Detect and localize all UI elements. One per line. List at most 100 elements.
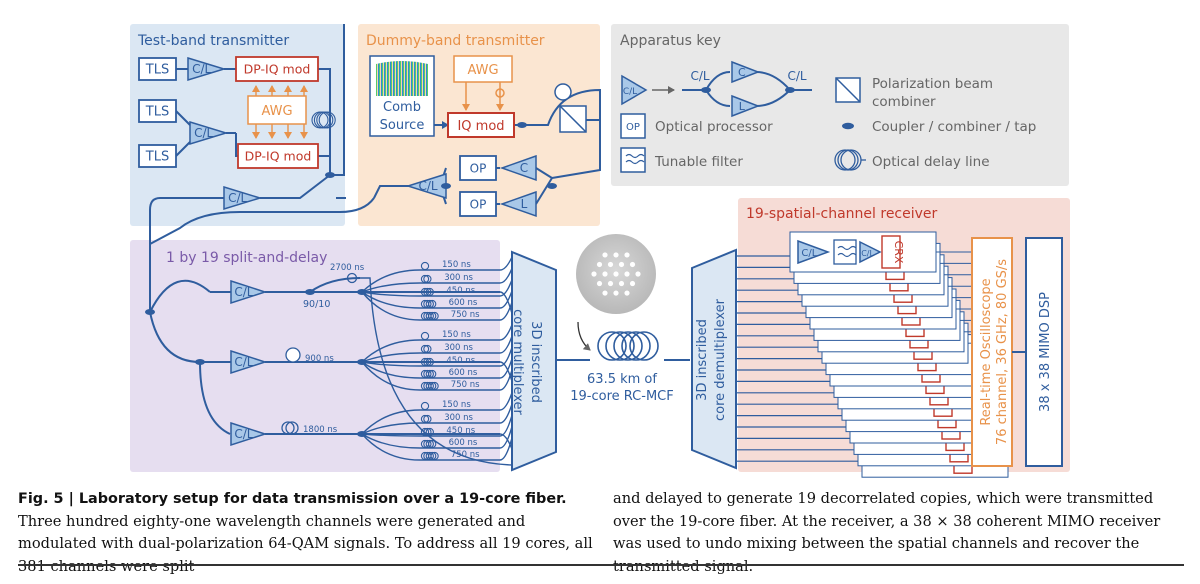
dummy-comb: Comb Source [369,55,435,137]
delay-coil [420,331,430,341]
delay-label: 450 ns [446,426,475,436]
amp-c: C [499,154,537,182]
tls-3-label: TLS [145,150,169,165]
key-pbc-text-1: Polarization beam [872,76,993,92]
ratio-tap [305,289,315,295]
test-amp-2: C/L [189,120,229,146]
fiber-core [602,290,608,296]
fiber-label-2: 19-core RC-MCF [570,389,673,404]
test-amp-out-label: C/L [228,191,247,205]
tls-3: TLS [138,144,177,168]
delay-1800-label: 1800 ns [303,425,338,435]
test-awg-label: AWG [261,104,292,119]
key-amp-c-label: C [738,66,746,79]
fiber-core [618,280,625,287]
fiber-core [613,290,619,296]
fiber-core [624,271,630,277]
key-amp-l-label: L [739,100,746,113]
test-amp-1: C/L [187,56,227,82]
delay-label: 300 ns [444,273,473,283]
split-amp-1: C/L [230,279,268,305]
caption-rule [18,564,1184,566]
fiber-core [624,252,630,258]
dummy-awg-label: AWG [467,63,498,78]
mux-label-2: core multiplexer [510,309,525,415]
caption-left: Fig. 5 | Laboratory setup for data trans… [18,488,600,578]
dp-iq-mod-2-label: DP-IQ mod [245,149,312,164]
dp-iq-mod-1-label: DP-IQ mod [244,62,311,77]
tls-2-label: TLS [145,105,169,120]
split-tap-2 [195,359,205,365]
test-amp-out: C/L [223,185,263,211]
dp-iq-mod-2: DP-IQ mod [237,143,319,169]
core-multiplexer: 3D inscribed core multiplexer [510,250,557,472]
caption-right: and delayed to generate 19 decorrelated … [613,490,1161,575]
delay-coil [420,369,437,379]
delay-label: 450 ns [446,286,475,296]
core-demultiplexer: 3D inscribed core demultiplexer [691,248,737,470]
tls-1: TLS [138,57,177,81]
amp-l: L [499,190,537,218]
delay-label: 300 ns [444,413,473,423]
key-op-text: Optical processor [655,119,773,135]
delay-label: 150 ns [442,400,471,410]
split-amp-3-label: C/L [234,427,253,441]
key-amp-sample-label: C/L [623,87,637,97]
rx-amp-2: C/L [859,240,882,264]
delay-label: 750 ns [451,450,480,460]
key-filter-text: Tunable filter [654,154,743,170]
fiber-core [613,271,619,277]
op-2-label: OP [470,197,487,211]
demux-label-1: 3D inscribed [695,319,710,401]
delay-label: 450 ns [446,356,475,366]
delay-coil [420,274,432,284]
amp-l-label: L [521,197,528,211]
fiber-core [607,280,614,287]
osc-label-2: 76 channel, 36 GHz, 80 GS/s [995,259,1010,445]
fiber-core [607,261,614,268]
delay-2700-coil [346,272,358,284]
test-band-title: Test-band transmitter [137,33,289,49]
fiber-core [635,271,641,277]
delay-coil [420,451,439,461]
crx-label: CRX [892,241,905,264]
tls-1-label: TLS [145,63,169,78]
delay-coil [420,299,437,309]
key-filter: Tunable filter [620,147,743,173]
op-1: OP [459,155,497,181]
mux-label-1: 3D inscribed [528,321,543,403]
delay-coil [420,381,439,391]
key-amp-diagram: C/L C/L [652,69,812,107]
caption-left-text: Three hundred eighty-one wavelength chan… [18,512,593,575]
key-amp-sample: C/L [621,74,648,106]
delay-coil [420,311,439,321]
key-op-box-label: OP [626,122,640,133]
ratio-label: 90/10 [303,299,330,310]
test-awg: AWG [247,95,307,125]
dummy-band-title: Dummy-band transmitter [366,33,545,49]
delay-label: 750 ns [451,380,480,390]
rx-filter [833,239,857,265]
delay-coil [420,414,432,424]
delay-1800-coil [281,421,299,435]
key-amp-c: C [731,60,761,84]
test-delay-coil [311,111,336,129]
key-pbc-text-2: combiner [872,94,936,110]
key-cl-in: C/L [690,69,709,83]
delay-coil [420,344,432,354]
mimo-dsp: 38 x 38 MIMO DSP [1025,237,1063,467]
osc-label-1: Real-time Oscilloscope [979,278,994,425]
split-amp-3: C/L [230,421,268,447]
caption-figure-title: Fig. 5 | Laboratory setup for data trans… [18,491,567,507]
dummy-tap [517,122,527,128]
test-amp-2-label: C/L [194,126,213,140]
comb-label-2: Source [380,118,425,133]
op-1-label: OP [470,161,487,175]
key-amp-l: L [731,94,761,118]
fiber-core [624,290,630,296]
dummy-pbc [554,83,587,133]
delay-label: 300 ns [444,343,473,353]
dummy-combine [441,183,451,189]
key-delay-text: Optical delay line [872,154,990,170]
